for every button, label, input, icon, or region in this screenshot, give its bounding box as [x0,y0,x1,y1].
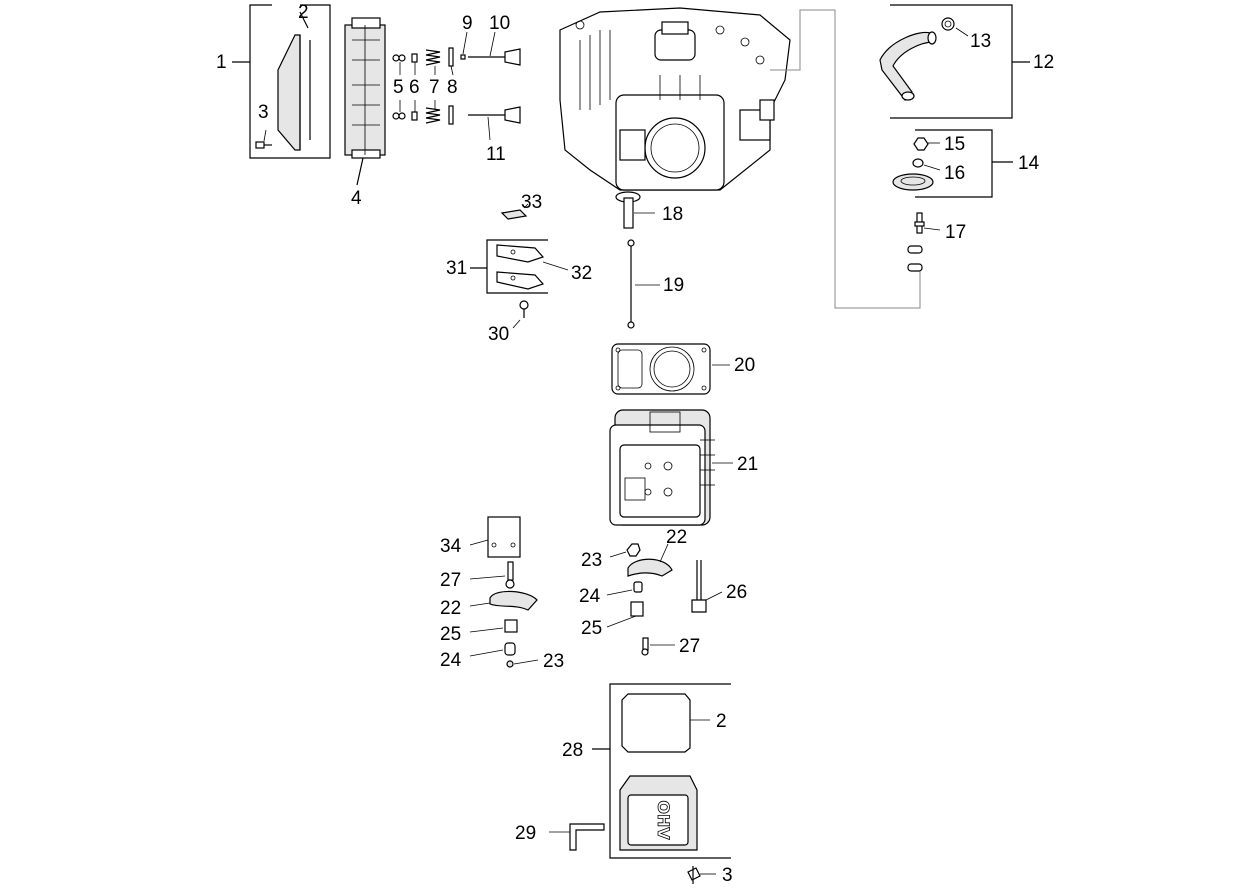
callout-19: 19 [663,275,684,296]
callout-2: 2 [716,711,727,732]
rocker-left-parts [469,561,539,668]
callout-11: 11 [486,144,506,165]
rocker-bracket-34 [469,516,521,558]
callout-8: 8 [447,77,458,98]
callout-23: 23 [581,550,602,571]
cylinder-head-side-view [344,17,386,186]
screw-3-top [255,129,272,149]
spacer-33 [500,203,529,220]
bolt-26 [691,560,723,613]
callout-21: 21 [737,454,758,475]
callout-3: 3 [258,102,269,123]
callout-24: 24 [440,650,462,671]
callout-16: 16 [944,163,965,184]
head-gasket-20 [611,343,730,395]
group-31-bracket [470,239,548,294]
valve-train-lower [392,105,521,125]
breather-hose [879,31,937,101]
callout-7: 7 [429,77,440,98]
callout-20: 20 [734,355,755,376]
group-28-bracket [592,683,731,859]
callout-labels: 1 2 3 4 5 6 7 8 9 10 11 12 13 14 15 16 1… [216,2,1054,886]
callout-30: 30 [488,324,509,345]
callout-6: 6 [409,77,420,98]
callout-27: 27 [440,570,461,591]
group-1-bracket [232,4,331,159]
callout-5: 5 [393,77,404,98]
callout-22: 22 [440,598,461,619]
callout-31: 31 [446,258,467,279]
callout-3: 3 [722,865,733,886]
stud-17 [907,212,941,272]
callout-24: 24 [579,586,601,607]
callout-23: 23 [543,651,564,672]
callout-25: 25 [440,624,461,645]
screw-3-bottom [687,866,716,884]
callout-26: 26 [726,582,747,603]
callout-12: 12 [1033,52,1054,73]
group-12-bracket [890,4,1030,119]
cylinder-head-21 [609,409,733,526]
dashed-leaders [770,9,921,309]
valve-cover-side-view [277,11,311,151]
cover-lettering: OHV [654,800,673,840]
group-14-bracket [915,129,1013,198]
baffles-32 [496,244,569,290]
callout-32: 32 [571,263,592,284]
callout-14: 14 [1018,153,1040,174]
callout-13: 13 [970,31,991,52]
hose-clamp-13 [941,17,969,37]
grommet-parts [892,137,941,191]
push-rod-19 [627,239,660,329]
callout-4: 4 [351,188,362,209]
push-rod-tube-18 [615,191,655,229]
bracket-29 [549,823,605,851]
rocker-center-parts [606,543,675,656]
callout-1: 1 [216,52,227,73]
callout-2: 2 [298,2,309,23]
callout-27: 27 [679,636,700,657]
callout-18: 18 [662,204,683,225]
callout-33: 33 [521,192,542,213]
callout-34: 34 [440,536,462,557]
callout-29: 29 [515,823,536,844]
callout-15: 15 [944,134,965,155]
screw-30 [512,300,529,329]
callout-10: 10 [489,13,510,34]
callout-17: 17 [945,222,966,243]
callout-22: 22 [666,527,687,548]
valve-train-upper [392,47,521,67]
callout-28: 28 [562,740,583,761]
valve-train-leaders [399,31,496,141]
valve-cover-28: OHV [619,775,698,851]
valve-cover-gasket-2 [621,693,710,753]
crankcase-block [559,7,791,191]
callout-25: 25 [581,618,602,639]
callout-9: 9 [462,13,473,34]
